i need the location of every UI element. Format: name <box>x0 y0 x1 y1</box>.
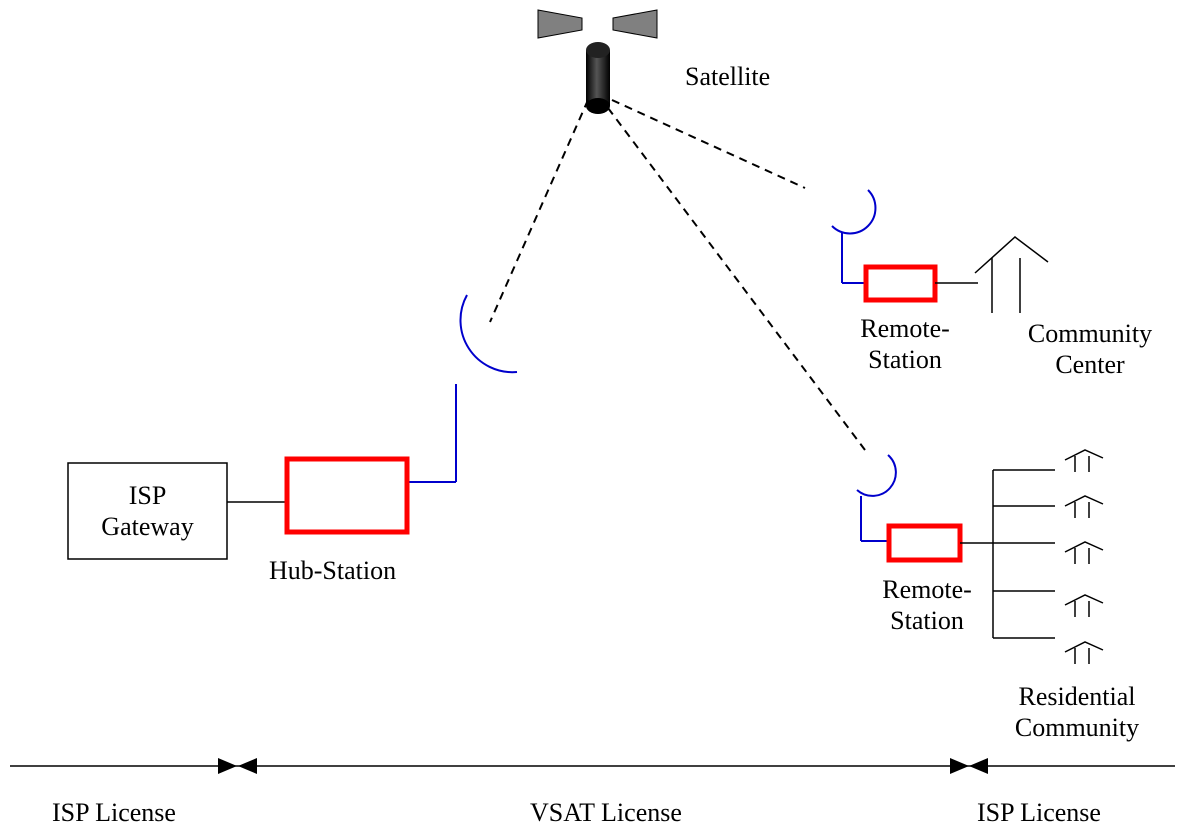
residential-community-label-line2: Community <box>1014 713 1140 742</box>
isp-gateway-label: ISP Gateway <box>68 480 227 542</box>
remote-station-2-box <box>886 523 963 563</box>
license-label-left: ISP License <box>52 798 176 827</box>
community-center-label-line2: Center <box>1055 350 1125 379</box>
building-roof <box>974 236 1049 274</box>
satellite-bottom <box>586 98 610 114</box>
community-center-label-line1: Community <box>1027 319 1153 348</box>
dish-antenna-icon <box>856 454 897 542</box>
hub-station-box <box>284 456 410 535</box>
remote-station-1-label-line2: Station <box>868 345 942 374</box>
house-icon <box>1064 541 1104 564</box>
license-label-middle: VSAT License <box>530 798 682 827</box>
remote-station-2-label: Remote- Station <box>862 574 992 636</box>
satellite-body <box>586 50 610 106</box>
solar-panel-right <box>612 9 658 39</box>
isp-gateway-label-line1: ISP <box>128 481 167 510</box>
house-icon <box>1064 594 1104 617</box>
remote-2-dish <box>856 454 897 497</box>
residential-community-label: Residential Community <box>997 681 1157 743</box>
dish-antenna-icon <box>831 189 877 284</box>
community-center-label: Community Center <box>1010 318 1170 380</box>
house-icon <box>1064 449 1104 472</box>
license-axis <box>10 758 1175 774</box>
satellite-top <box>586 42 610 58</box>
remote-station-1-label: Remote- Station <box>840 313 970 375</box>
isp-gateway-label-line2: Gateway <box>101 512 194 541</box>
hub-dish <box>459 294 518 374</box>
house-icon <box>1064 495 1104 518</box>
link-remote-1 <box>611 99 806 189</box>
remote-station-1-label-line1: Remote- <box>860 314 950 343</box>
arrowhead <box>238 758 257 774</box>
building-icon <box>974 236 1049 313</box>
remote-1-dish <box>831 189 877 235</box>
arrowhead <box>969 758 988 774</box>
solar-panel-left <box>537 9 583 39</box>
isp-gateway-box <box>67 462 228 560</box>
arrowhead <box>950 758 969 774</box>
residential-community-label-line1: Residential <box>1018 682 1136 711</box>
remote-station-2-label-line1: Remote- <box>882 575 972 604</box>
satellite-links <box>489 99 866 451</box>
remote-station-2-label-line2: Station <box>890 606 964 635</box>
link-remote-2 <box>607 107 866 451</box>
license-label-right: ISP License <box>977 798 1101 827</box>
remote-station-1-box <box>863 264 938 303</box>
house-icon <box>1064 641 1104 664</box>
satellite-icon <box>537 9 658 114</box>
satellite-label: Satellite <box>685 62 771 91</box>
residential-network <box>960 469 1055 639</box>
dish-antenna-icon <box>407 294 518 483</box>
arrowhead <box>218 758 237 774</box>
hub-station-label: Hub-Station <box>269 556 397 585</box>
link-hub <box>489 99 589 323</box>
